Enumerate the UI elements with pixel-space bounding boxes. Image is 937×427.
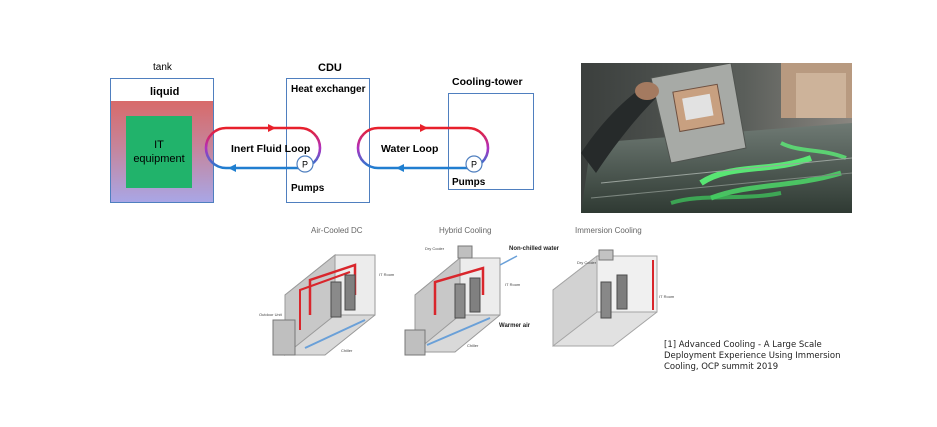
air-cooled-building: Outdoor Unit IT Room Chiller [259,253,395,357]
hybrid-drycooler-label: Dry Cooler [425,246,445,251]
cooling-tower-pump-symbol: P [471,160,477,170]
immersion-tank-photo [581,63,852,213]
hybrid-cooling-title: Hybrid Cooling [439,226,491,235]
reference-text: [1] Advanced Cooling - A Large Scale Dep… [664,340,864,373]
inert-hot-arrow [268,124,276,132]
cooling-tower-box [448,93,534,190]
air-outdoor-label: Outdoor Unit [259,312,283,317]
air-itroom-label: IT Room [379,272,395,277]
water-loop-label: Water Loop [381,143,438,155]
immersion-drycooler-label: Dry Cooler [577,260,597,265]
inert-loop-label: Inert Fluid Loop [231,143,310,155]
cdu-title: CDU [318,62,342,74]
cooling-tower-pumps-label: Pumps [452,177,486,188]
cdu-pump-icon [296,155,314,173]
inert-fluid-loop: P Inert Fluid Loop [204,124,322,173]
it-equipment-label: IT equipment [133,139,185,165]
immersion-building: Dry Cooler IT Room [552,249,675,348]
hybrid-itroom-label: IT Room [505,282,521,287]
water-hot-arrow [420,124,428,132]
it-equipment-block: IT equipment [126,116,192,188]
tank-liquid-label: liquid [150,86,180,98]
reference-line-3: Cooling, OCP summit 2019 [664,362,779,372]
cooling-tower-pump-icon [465,155,483,173]
immersion-cooling-title: Immersion Cooling [575,226,642,235]
reference-line-2: Deployment Experience Using Immersion [664,351,841,361]
tank-title: tank [153,62,172,73]
cooling-types-svg: Air-Cooled DC Hybrid Cooling Immersion C… [259,226,675,357]
cdu-pumps-label: Pumps [291,183,325,194]
air-chiller-label: Chiller [341,348,353,353]
cdu-box [286,78,370,203]
water-cold-arrow [396,164,404,172]
cdu-pump-symbol: P [302,160,308,170]
inert-cold-arrow [228,164,236,172]
reference-line-1: [1] Advanced Cooling - A Large Scale [664,340,822,350]
hybrid-chiller-label: Chiller [467,343,479,348]
hybrid-nonchilled-label: Non-chilled water [509,246,560,252]
hybrid-warmer-label: Warmer air [499,323,531,329]
heat-exchanger-label: Heat exchanger [291,84,366,95]
loops-svg: P Inert Fluid Loop P Water Loop [204,124,490,173]
hybrid-building: Dry Cooler Non-chilled water IT Room War… [404,245,560,356]
air-cooled-title: Air-Cooled DC [311,226,363,235]
cooling-tower-title: Cooling-tower [452,76,523,88]
water-loop: P Water Loop [356,124,490,173]
immersion-itroom-label: IT Room [659,294,675,299]
photo-illustration [581,63,852,213]
